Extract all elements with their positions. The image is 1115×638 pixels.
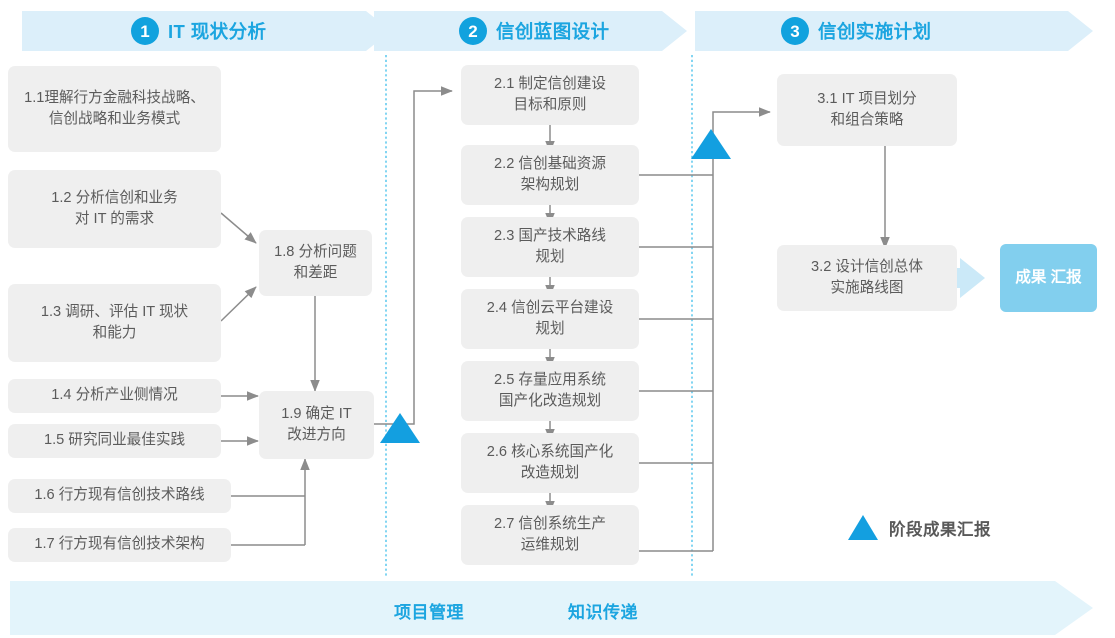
phase-header-3[interactable]: 3 信创实施计划: [781, 16, 931, 46]
node-2-1-line-1: 2.1 制定信创建设: [494, 75, 606, 92]
phase-number-1: 1: [131, 17, 159, 45]
node-2-4[interactable]: 2.4 信创云平台建设 规划: [461, 289, 639, 349]
milestone-triangle-phase2: [691, 129, 731, 159]
result-report-line-1: 成果: [1015, 268, 1047, 286]
node-2-3-line-2: 规划: [535, 249, 565, 265]
node-2-4-line-2: 规划: [535, 321, 565, 337]
node-2-6[interactable]: 2.6 核心系统国产化 改造规划: [461, 433, 639, 493]
node-1-5[interactable]: 1.5 研究同业最佳实践: [8, 424, 221, 458]
node-1-1[interactable]: 1.1理解行方金融科技战略、 信创战略和业务模式: [8, 66, 221, 152]
wire-19-21: [374, 86, 453, 425]
legend-label: 阶段成果汇报: [889, 520, 991, 539]
node-2-7-line-1: 2.7 信创系统生产: [494, 515, 606, 532]
node-1-7-line-1: 1.7 行方现有信创技术架构: [34, 536, 205, 553]
node-1-1-line-2: 信创战略和业务模式: [48, 111, 181, 127]
node-2-3-line-1: 2.3 国产技术路线: [494, 227, 606, 244]
node-2-7[interactable]: 2.7 信创系统生产 运维规划: [461, 505, 639, 565]
result-report-box[interactable]: 成果 汇报: [1000, 244, 1097, 312]
node-1-5-line-1: 1.5 研究同业最佳实践: [43, 432, 186, 449]
node-2-2[interactable]: 2.2 信创基础资源 架构规划: [461, 145, 639, 205]
node-1-2-line-2: 对 IT 的需求: [74, 211, 155, 227]
phase-header-2[interactable]: 2 信创蓝图设计: [459, 16, 609, 46]
node-1-6[interactable]: 1.6 行方现有信创技术路线: [8, 479, 231, 513]
node-1-8-line-1: 1.8 分析问题: [274, 243, 357, 260]
node-1-1-line-1: 1.1理解行方金融科技战略、: [24, 89, 205, 106]
phase-title-1: IT 现状分析: [168, 21, 267, 42]
node-2-7-line-2: 运维规划: [520, 537, 580, 553]
wire-bus-31: [712, 107, 771, 551]
node-2-3[interactable]: 2.3 国产技术路线 规划: [461, 217, 639, 277]
blue-triangle-icon: [848, 515, 878, 540]
node-2-4-line-1: 2.4 信创云平台建设: [486, 299, 614, 316]
phase-title-3: 信创实施计划: [818, 21, 932, 42]
node-2-5[interactable]: 2.5 存量应用系统 国产化改造规划: [461, 361, 639, 421]
footer-band: [10, 581, 1093, 635]
node-2-2-line-1: 2.2 信创基础资源: [494, 155, 606, 172]
footer-label-project-management[interactable]: 项目管理: [394, 603, 464, 622]
legend: 阶段成果汇报: [848, 515, 991, 540]
node-2-6-line-2: 改造规划: [520, 465, 580, 481]
node-1-9-line-1: 1.9 确定 IT: [281, 405, 352, 422]
node-1-8[interactable]: 1.8 分析问题 和差距: [259, 230, 372, 296]
node-1-8-line-2: 和差距: [293, 265, 338, 281]
phase-number-2: 2: [459, 17, 487, 45]
node-2-1-line-2: 目标和原则: [513, 97, 587, 113]
phase-header-1[interactable]: 1 IT 现状分析: [131, 16, 266, 46]
node-3-1-line-2: 和组合策略: [830, 112, 904, 128]
node-2-2-line-2: 架构规划: [520, 177, 580, 193]
node-1-3[interactable]: 1.3 调研、评估 IT 现状 和能力: [8, 284, 221, 362]
phase-number-3: 3: [781, 17, 809, 45]
node-1-7[interactable]: 1.7 行方现有信创技术架构: [8, 528, 231, 562]
phase-title-2: 信创蓝图设计: [496, 21, 610, 42]
node-3-1-line-1: 3.1 IT 项目划分: [817, 90, 917, 107]
node-2-5-line-1: 2.5 存量应用系统: [494, 371, 606, 388]
node-3-2-line-2: 实施路线图: [830, 280, 904, 296]
node-2-6-line-1: 2.6 核心系统国产化: [486, 443, 614, 460]
node-1-6-line-1: 1.6 行方现有信创技术路线: [34, 487, 205, 504]
node-1-3-line-1: 1.3 调研、评估 IT 现状: [40, 303, 189, 320]
node-3-2[interactable]: 3.2 设计信创总体 实施路线图: [777, 245, 957, 311]
wire-12-18: [220, 212, 257, 244]
milestone-triangle-phase1: [380, 413, 420, 443]
node-1-9-line-2: 改进方向: [287, 427, 346, 443]
node-2-5-line-2: 国产化改造规划: [498, 393, 602, 409]
node-3-2-line-1: 3.2 设计信创总体: [811, 258, 923, 275]
node-1-4[interactable]: 1.4 分析产业侧情况: [8, 379, 221, 413]
node-3-1[interactable]: 3.1 IT 项目划分 和组合策略: [777, 74, 957, 146]
node-1-4-line-1: 1.4 分析产业侧情况: [51, 387, 178, 404]
node-1-9[interactable]: 1.9 确定 IT 改进方向: [259, 391, 374, 459]
result-report-line-2: 汇报: [1050, 268, 1082, 286]
node-2-1[interactable]: 2.1 制定信创建设 目标和原则: [461, 65, 639, 125]
footer-label-knowledge-transfer[interactable]: 知识传递: [568, 603, 638, 622]
node-1-2[interactable]: 1.2 分析信创和业务 对 IT 的需求: [8, 170, 221, 248]
wire-13-18: [220, 286, 257, 322]
node-1-2-line-1: 1.2 分析信创和业务: [51, 189, 178, 206]
node-1-3-line-2: 和能力: [92, 325, 137, 341]
